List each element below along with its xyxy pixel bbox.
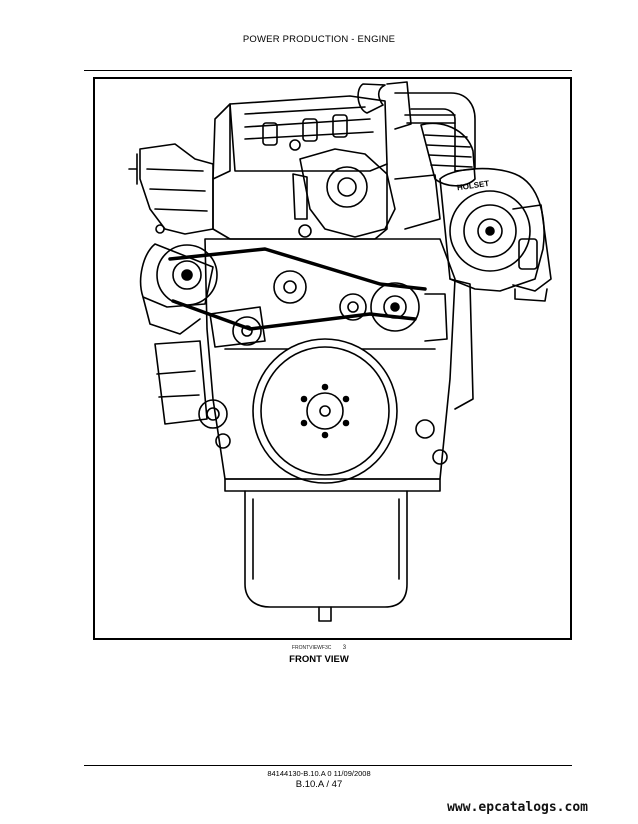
figure-reference-code: FRONTVIEWF3C	[291, 645, 332, 651]
document-reference: 84144130-B.10.A 0 11/09/2008	[267, 769, 371, 778]
turbo-brand-label: HOLSET	[456, 179, 489, 192]
page-reference: B.10.A / 47	[295, 779, 343, 790]
engine-figure-frame: HOLSET	[93, 77, 572, 640]
figure-caption: FRONT VIEW	[289, 654, 349, 665]
alternator	[139, 243, 218, 335]
oil-pan	[224, 478, 441, 622]
intake-pipe	[357, 81, 476, 187]
turbocharger: HOLSET	[439, 167, 552, 302]
crankshaft-damper	[252, 338, 398, 484]
figure-number: 3	[342, 645, 347, 651]
watermark-text: www.epcatalogs.com	[447, 800, 588, 815]
intake-manifold-left	[128, 143, 214, 235]
thermostat-housing	[292, 148, 441, 238]
footer-divider	[84, 765, 572, 766]
engine-front-view-drawing: HOLSET	[128, 81, 552, 622]
page-header-title: POWER PRODUCTION - ENGINE	[242, 34, 396, 45]
header-divider	[84, 70, 572, 71]
drive-belt	[168, 247, 427, 331]
figure-reference: FRONTVIEWF3C 3	[0, 645, 638, 651]
belt-pulleys	[209, 270, 448, 348]
rocker-cover	[212, 95, 388, 240]
